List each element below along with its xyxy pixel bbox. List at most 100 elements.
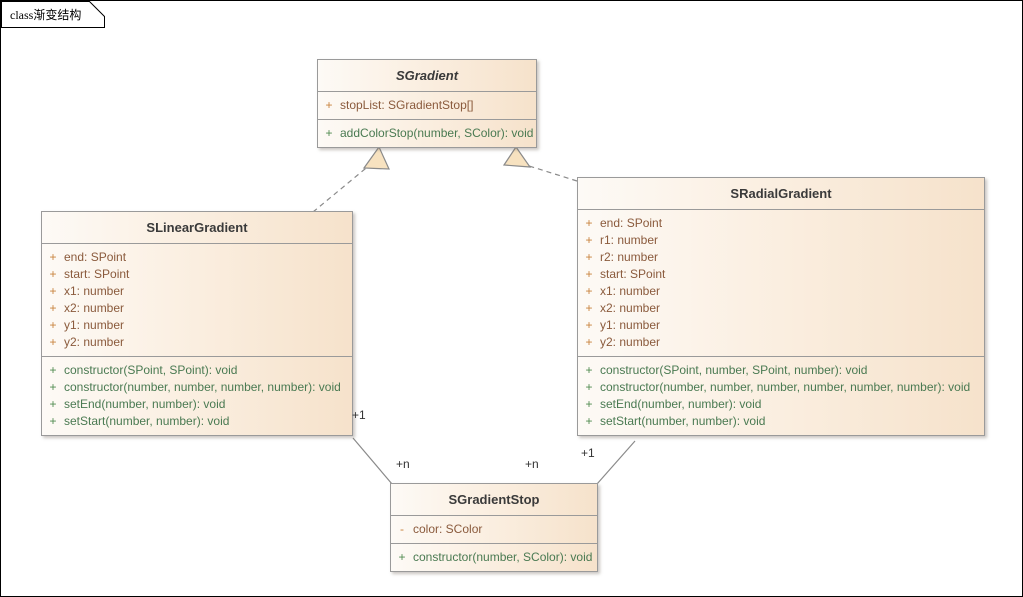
visibility-marker: + [585, 414, 593, 428]
attribute-signature: r1: number [600, 233, 659, 247]
visibility-marker: + [585, 397, 593, 411]
attribute-signature: y2: number [64, 335, 125, 349]
multiplicity-label: +n [525, 457, 539, 471]
realize-linear-arrowhead-icon [362, 145, 390, 170]
attribute-row: + r1: number [578, 232, 984, 249]
attribute-signature: start: SPoint [64, 267, 130, 281]
class-box-sradialgradient[interactable]: SRadialGradient + end: SPoint + r1: numb… [577, 177, 985, 436]
operation-signature: setEnd(number, number): void [600, 397, 762, 411]
visibility-marker: + [325, 126, 333, 140]
connector-assoc-radial-stop [596, 440, 636, 485]
realize-radial-line [525, 164, 578, 182]
attribute-row: + r2: number [578, 249, 984, 266]
visibility-marker: + [585, 301, 593, 315]
class-attributes-slineargradient: + end: SPoint + start: SPoint + x1: numb… [42, 244, 352, 357]
visibility-marker: + [49, 301, 57, 315]
class-title-sgradientstop: SGradientStop [391, 484, 597, 516]
attribute-row: + y1: number [42, 317, 352, 334]
attribute-row: + start: SPoint [578, 266, 984, 283]
class-box-slineargradient[interactable]: SLinearGradient + end: SPoint + start: S… [41, 211, 353, 436]
visibility-marker: + [49, 318, 57, 332]
operation-row: + constructor(number, number, number, nu… [578, 379, 984, 396]
class-title-sradialgradient: SRadialGradient [578, 178, 984, 210]
operation-signature: setStart(number, number): void [64, 414, 230, 428]
operation-signature: addColorStop(number, SColor): void [340, 126, 534, 140]
operation-row: + constructor(SPoint, SPoint): void [42, 362, 352, 379]
attribute-row: + y2: number [578, 334, 984, 351]
class-title-sgradient: SGradient [318, 60, 536, 92]
visibility-marker: + [585, 216, 593, 230]
attribute-row: + x2: number [42, 300, 352, 317]
connector-realize-linear-gradient [312, 145, 390, 213]
visibility-marker: + [585, 267, 593, 281]
operation-signature: constructor(number, SColor): void [413, 550, 593, 564]
attribute-row: + x1: number [42, 283, 352, 300]
attribute-row: + start: SPoint [42, 266, 352, 283]
attribute-row: + x2: number [578, 300, 984, 317]
attribute-signature: color: SColor [413, 522, 483, 536]
attribute-signature: y1: number [600, 318, 661, 332]
visibility-marker: + [585, 250, 593, 264]
assoc-radial-line [596, 440, 636, 485]
frame-title-label: class渐变结构 [10, 6, 81, 23]
visibility-marker: - [400, 522, 404, 536]
visibility-marker: + [49, 414, 57, 428]
frame-tab-shape [1, 1, 105, 28]
class-box-sgradientstop[interactable]: SGradientStop - color: SColor + construc… [390, 483, 598, 572]
attribute-signature: stopList: SGradientStop[] [340, 98, 474, 112]
operation-row: + constructor(number, SColor): void [391, 549, 597, 566]
assoc-linear-line [352, 437, 393, 485]
realize-linear-line [312, 163, 372, 213]
visibility-marker: + [585, 335, 593, 349]
visibility-marker: + [49, 250, 57, 264]
operation-row: + constructor(number, number, number, nu… [42, 379, 352, 396]
attribute-signature: x2: number [64, 301, 125, 315]
visibility-marker: + [49, 363, 57, 377]
class-title-slineargradient: SLinearGradient [42, 212, 352, 244]
visibility-marker: + [49, 335, 57, 349]
attribute-signature: x2: number [600, 301, 661, 315]
class-operations-sradialgradient: + constructor(SPoint, number, SPoint, nu… [578, 357, 984, 435]
class-attributes-sgradient: + stopList: SGradientStop[] [318, 92, 536, 120]
visibility-marker: + [49, 397, 57, 411]
operation-row: + addColorStop(number, SColor): void [318, 125, 536, 142]
operation-row: + setStart(number, number): void [42, 413, 352, 430]
operation-signature: setEnd(number, number): void [64, 397, 226, 411]
operation-row: + setStart(number, number): void [578, 413, 984, 430]
visibility-marker: + [49, 267, 57, 281]
class-operations-sgradientstop: + constructor(number, SColor): void [391, 544, 597, 571]
attribute-signature: y2: number [600, 335, 661, 349]
operation-signature: constructor(number, number, number, numb… [64, 380, 341, 394]
operation-signature: setStart(number, number): void [600, 414, 766, 428]
attribute-signature: x1: number [600, 284, 661, 298]
visibility-marker: + [398, 550, 406, 564]
attribute-signature: end: SPoint [600, 216, 663, 230]
operation-signature: constructor(number, number, number, numb… [600, 380, 971, 394]
attribute-row: - color: SColor [391, 521, 597, 538]
operation-row: + setEnd(number, number): void [578, 396, 984, 413]
visibility-marker: + [585, 363, 593, 377]
operation-row: + constructor(SPoint, number, SPoint, nu… [578, 362, 984, 379]
attribute-signature: y1: number [64, 318, 125, 332]
multiplicity-label: +1 [581, 446, 595, 460]
connector-assoc-linear-stop [352, 437, 393, 485]
attribute-row: + x1: number [578, 283, 984, 300]
frame-title-tab: class渐变结构 [1, 1, 105, 28]
attribute-row: + stopList: SGradientStop[] [318, 97, 536, 114]
visibility-marker: + [585, 233, 593, 247]
operation-signature: constructor(SPoint, SPoint): void [64, 363, 238, 377]
visibility-marker: + [49, 380, 57, 394]
class-operations-slineargradient: + constructor(SPoint, SPoint): void + co… [42, 357, 352, 435]
frame-keyword: class [10, 8, 34, 22]
class-attributes-sgradientstop: - color: SColor [391, 516, 597, 544]
attribute-signature: end: SPoint [64, 250, 127, 264]
attribute-signature: r2: number [600, 250, 659, 264]
attribute-row: + y2: number [42, 334, 352, 351]
attribute-signature: start: SPoint [600, 267, 666, 281]
class-operations-sgradient: + addColorStop(number, SColor): void [318, 120, 536, 147]
class-box-sgradient[interactable]: SGradient + stopList: SGradientStop[] + … [317, 59, 537, 148]
multiplicity-label: +1 [352, 408, 366, 422]
operation-signature: constructor(SPoint, number, SPoint, numb… [600, 363, 868, 377]
multiplicity-label: +n [396, 457, 410, 471]
attribute-row: + y1: number [578, 317, 984, 334]
